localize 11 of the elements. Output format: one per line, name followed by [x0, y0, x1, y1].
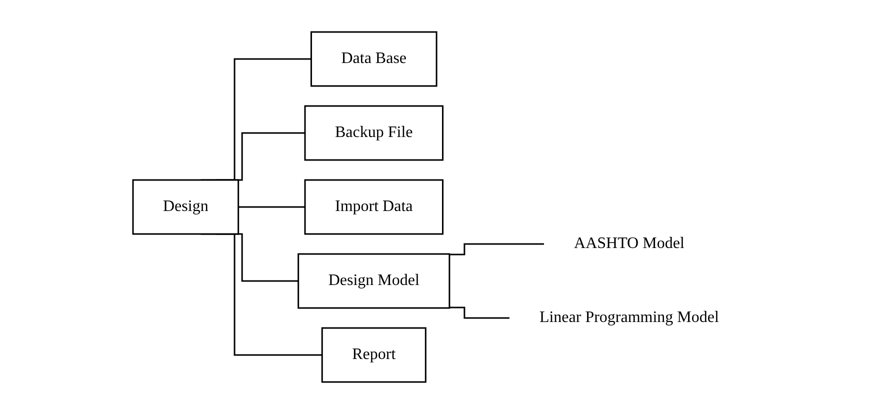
connector [449, 306, 510, 318]
node-box: Design [132, 178, 240, 234]
node-box: Data Base [310, 30, 438, 86]
node-box: Backup File [304, 104, 444, 160]
node-box: Report [321, 326, 426, 382]
node-box: Import Data [304, 178, 444, 234]
connector [449, 242, 544, 255]
node-box: Design Model [298, 252, 450, 308]
node-text: AASHTO Model [574, 234, 684, 252]
connector [238, 206, 306, 208]
node-text: Linear Programming Model [539, 308, 719, 326]
